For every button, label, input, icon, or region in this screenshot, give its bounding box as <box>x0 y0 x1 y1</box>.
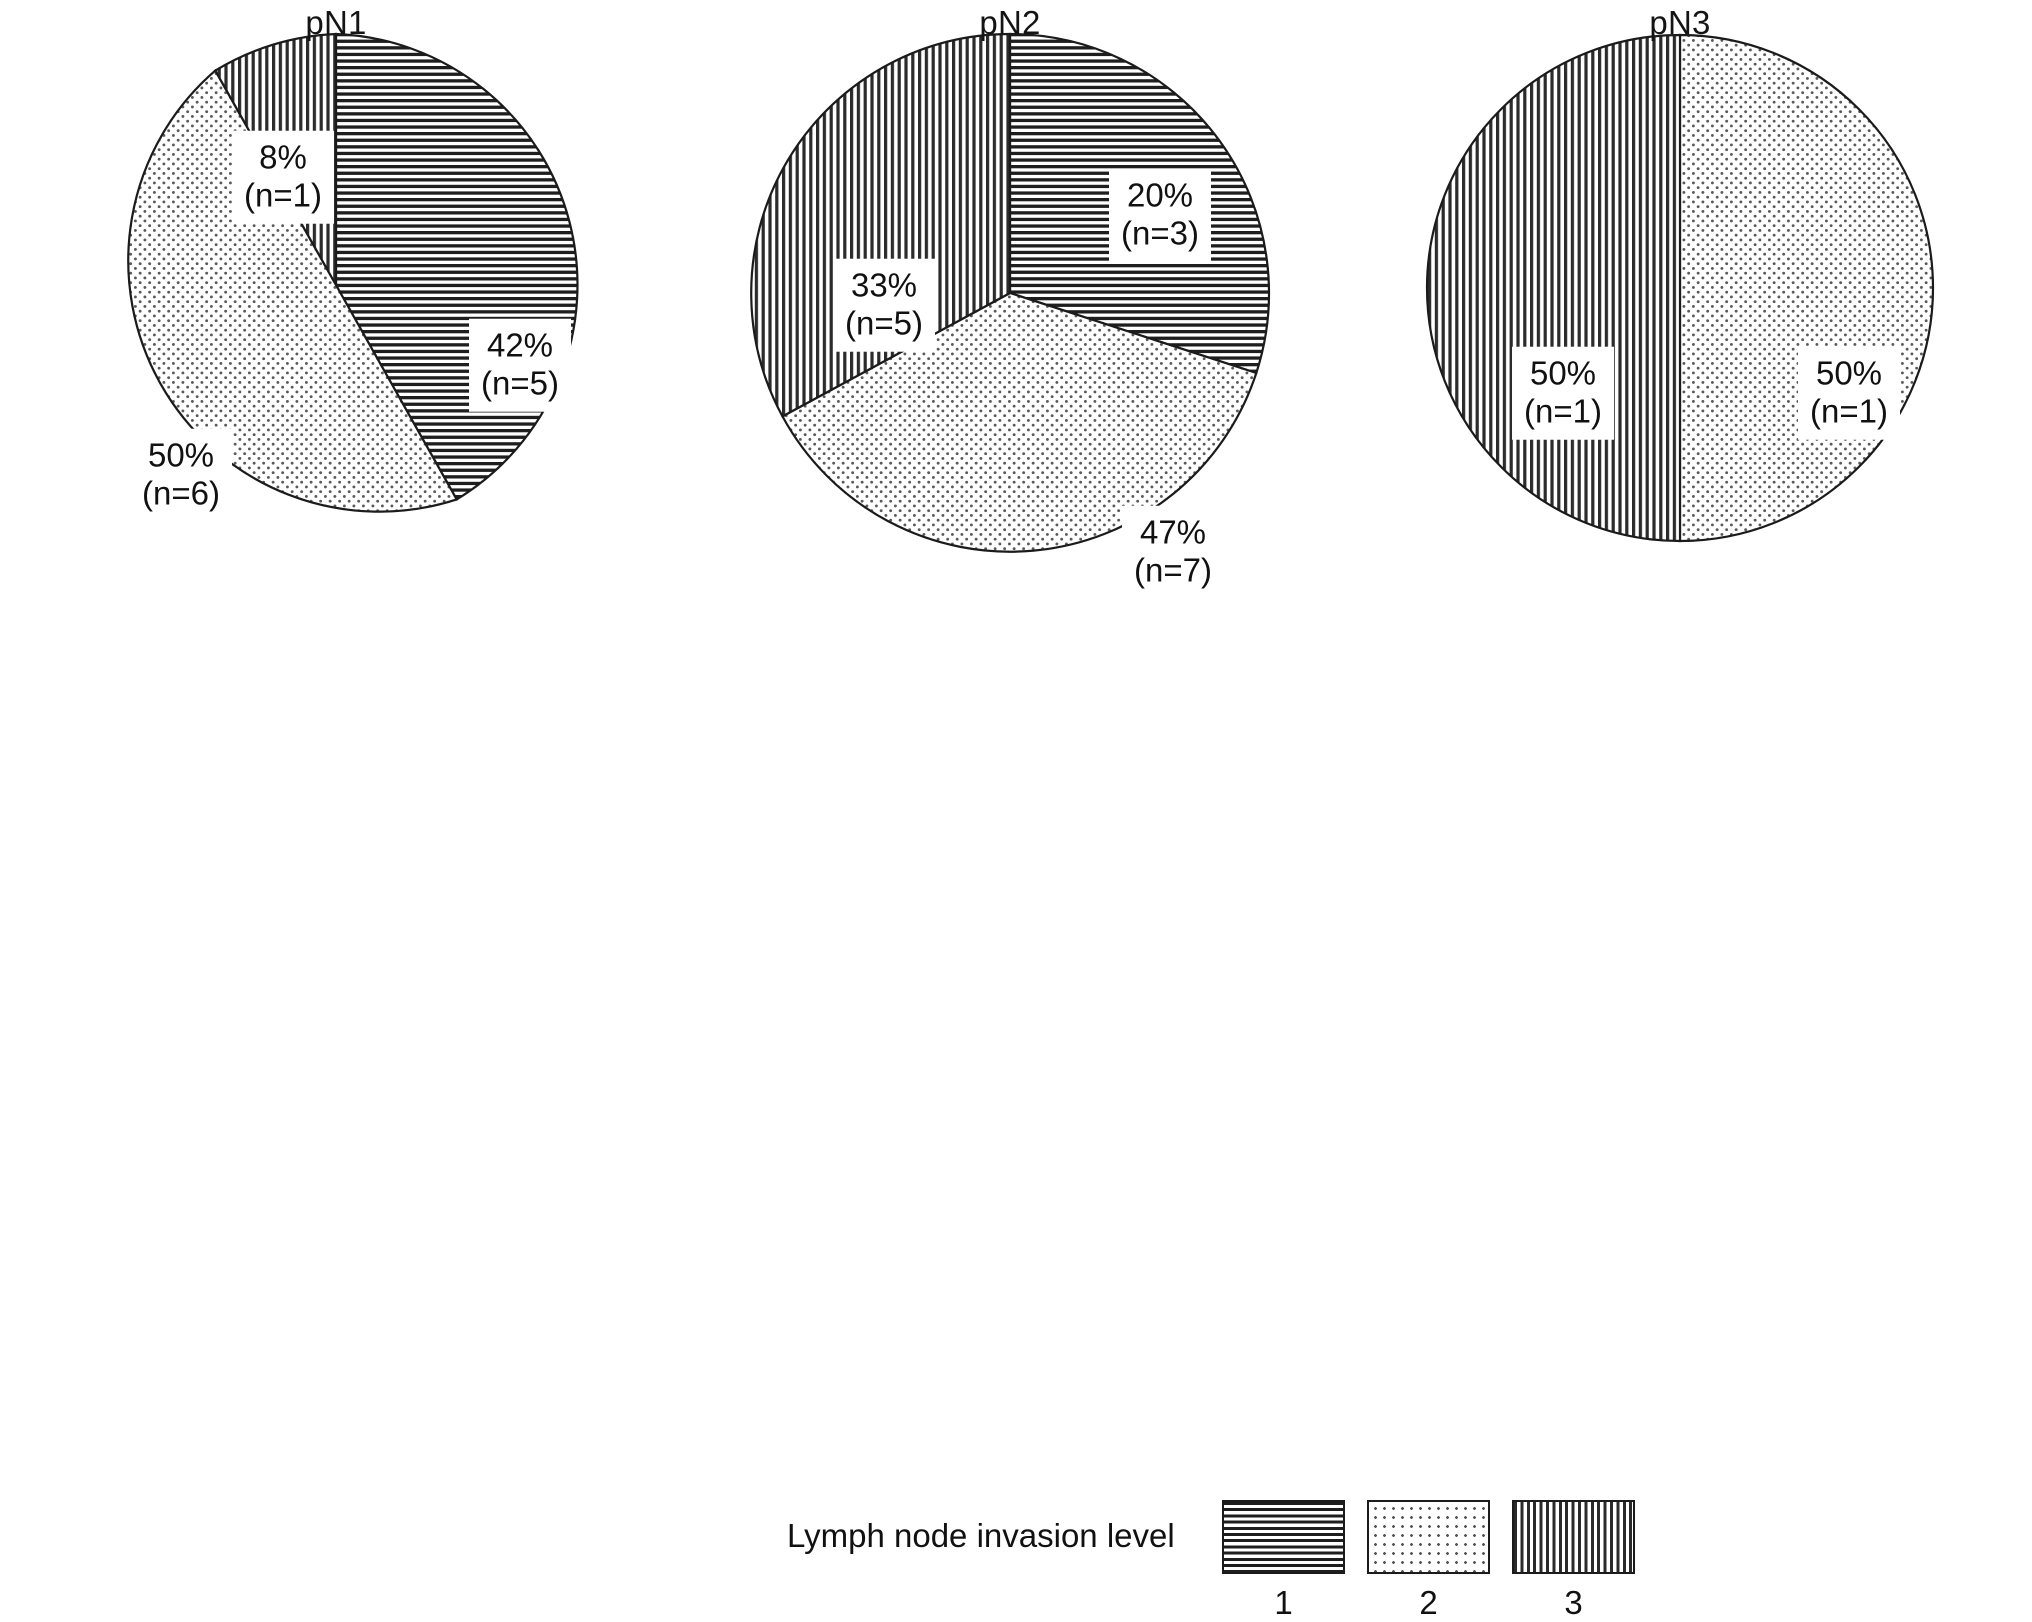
slice-count-pN3-level-2: (n=1) <box>1810 393 1888 430</box>
slice-pct-pN1-level-3: 8% <box>259 138 307 176</box>
pie-title-pN2: pN2 <box>979 4 1041 41</box>
legend-title: Lymph node invasion level <box>787 1517 1175 1554</box>
legend-key-level-2: 2 <box>1419 1584 1438 1621</box>
slice-label-pN2-level-3: 33% (n=5) <box>833 258 935 352</box>
legend-swatch-level-3 <box>1512 1500 1635 1574</box>
pie-title-pN3: pN3 <box>1649 4 1711 41</box>
chart-legend: Lymph node invasion level 1 2 3 <box>0 745 2032 1621</box>
pie-slice-pN3-level-3[interactable] <box>1425 33 1682 543</box>
slice-pct-pN2-level-2: 47% <box>1139 513 1207 551</box>
slice-label-pN1-level-3: 8% (n=1) <box>232 130 334 224</box>
slice-pct-pN1-level-1: 42% <box>486 326 554 364</box>
legend-entry-level-1[interactable]: 1 <box>1222 1500 1345 1622</box>
slice-count-pN3-level-3: (n=1) <box>1524 393 1602 430</box>
slice-label-pN1-level-1: 42% (n=5) <box>469 318 571 412</box>
legend-entry-level-2[interactable]: 2 <box>1367 1500 1490 1622</box>
slice-count-pN2-level-3: (n=5) <box>845 305 923 342</box>
pie-chart-figure: pN1 pN2 pN3 8% (n=1) 42% (n=5) 50% (n=6)… <box>0 4 2032 1621</box>
slice-count-pN1-level-2: (n=6) <box>142 475 220 512</box>
pie-title-pN1: pN1 <box>305 4 367 41</box>
pie-panel-pN3 <box>1425 33 1935 543</box>
legend-key-level-3: 3 <box>1564 1584 1583 1621</box>
slice-pct-pN3-level-2: 50% <box>1815 354 1883 392</box>
pie-panels-svg <box>127 32 1935 553</box>
slice-label-pN3-level-3: 50% (n=1) <box>1512 346 1614 440</box>
legend-swatch-level-2 <box>1367 1500 1490 1574</box>
slice-count-pN1-level-3: (n=1) <box>244 177 322 214</box>
slice-count-pN2-level-2: (n=7) <box>1134 552 1212 589</box>
pie-slice-pN2-level-3[interactable] <box>750 32 1012 418</box>
slice-pct-pN1-level-2: 50% <box>147 436 215 474</box>
slice-label-pN2-level-1: 20% (n=3) <box>1109 168 1211 262</box>
pie-panel-pN2 <box>750 32 1271 553</box>
slice-pct-pN2-level-1: 20% <box>1126 176 1194 214</box>
legend-swatch-level-1 <box>1222 1500 1345 1574</box>
slice-label-pN1-level-2: 50% (n=6) <box>130 428 232 522</box>
pie-slice-pN2-level-2[interactable] <box>781 291 1258 553</box>
slice-label-pN2-level-2: 47% (n=7) <box>1122 505 1224 599</box>
slice-pct-pN2-level-3: 33% <box>850 266 918 304</box>
legend-entry-level-3[interactable]: 3 <box>1512 1500 1635 1622</box>
slice-count-pN1-level-1: (n=5) <box>481 365 559 402</box>
legend-key-level-1: 1 <box>1274 1584 1293 1621</box>
slice-label-pN3-level-2: 50% (n=1) <box>1798 346 1900 440</box>
pie-slice-pN1-level-2[interactable] <box>127 68 459 513</box>
slice-pct-pN3-level-3: 50% <box>1529 354 1597 392</box>
slice-count-pN2-level-1: (n=3) <box>1121 215 1199 252</box>
pie-slice-pN3-level-2[interactable] <box>1678 33 1935 543</box>
